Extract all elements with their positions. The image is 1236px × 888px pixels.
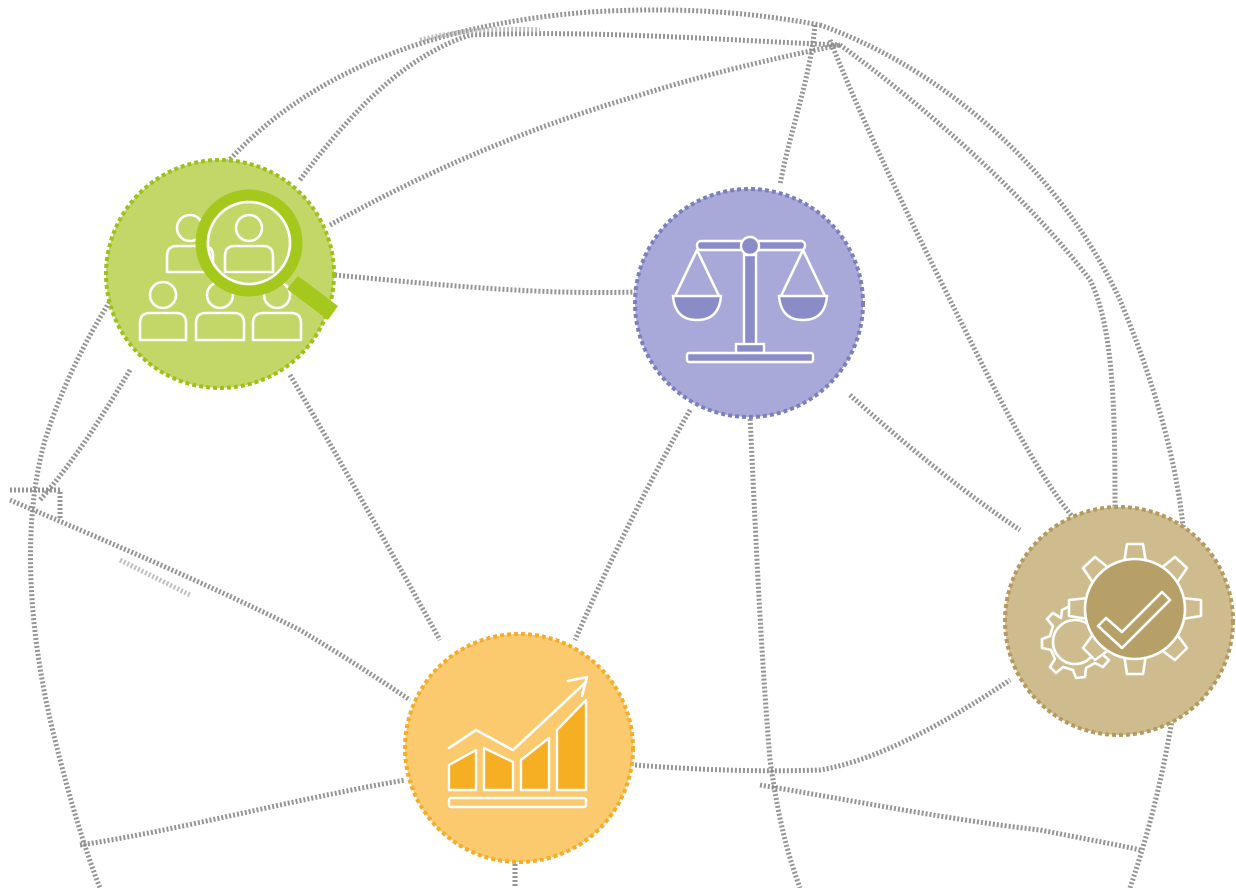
node-justice <box>633 187 865 419</box>
magnifier-ring <box>195 189 303 297</box>
scale-knob <box>739 235 761 257</box>
node-quality <box>1003 505 1235 737</box>
scales-icon <box>671 235 829 364</box>
wireframe-lines <box>9 7 1189 888</box>
growth-circle <box>403 632 635 864</box>
people-search-icon <box>138 189 338 342</box>
scale-post <box>742 253 758 349</box>
gear-check-icon <box>1040 542 1203 680</box>
growth-chart-icon <box>447 675 589 809</box>
gear-core <box>1083 557 1187 661</box>
scale-foot <box>734 342 766 355</box>
scale-pan-left <box>671 294 723 322</box>
scale-base <box>685 351 815 364</box>
people-search-circle <box>104 158 336 390</box>
node-growth <box>403 632 635 864</box>
magnifier-handle <box>287 276 338 320</box>
node-people-search <box>104 158 338 390</box>
scale-pan-right <box>777 294 829 322</box>
